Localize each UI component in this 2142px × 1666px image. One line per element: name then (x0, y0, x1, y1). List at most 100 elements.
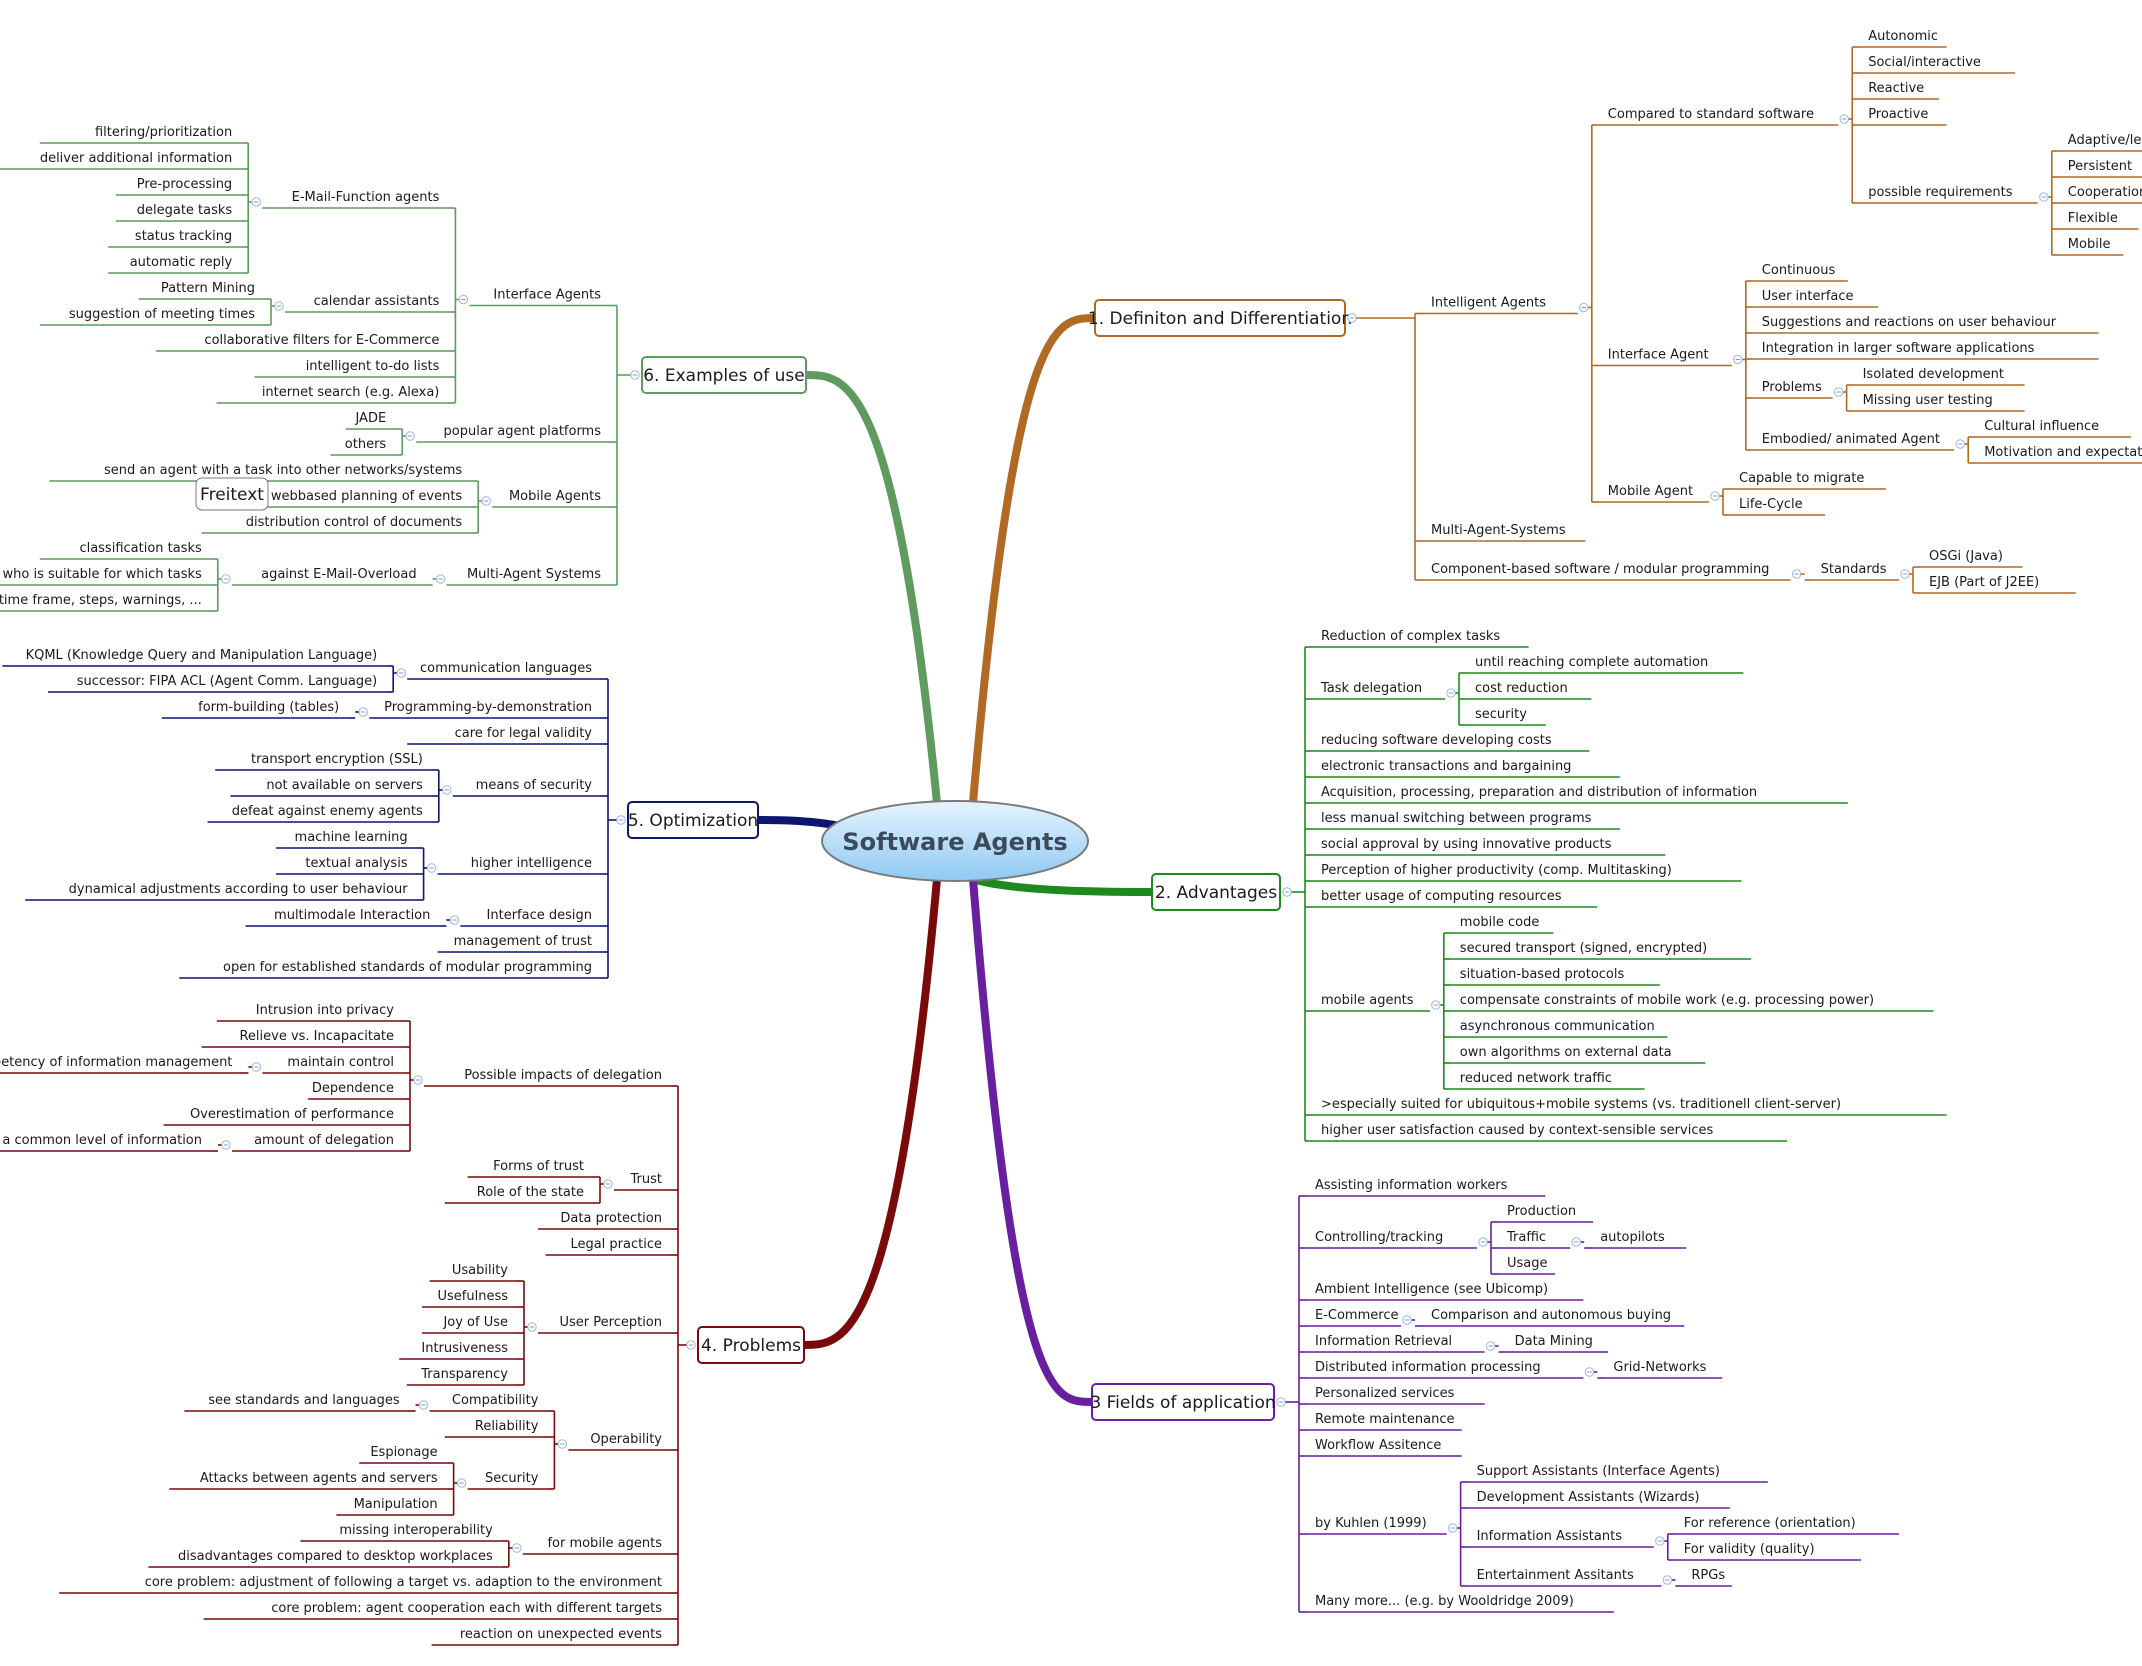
topic-cooperation-coordination-bargaining[interactable]: Cooperation, coordination, bargaining (2059, 185, 2142, 204)
main-topic-shape[interactable] (627, 801, 759, 839)
topic-especially-suited-for-ubiquitous-mobile-[interactable]: >especially suited for ubiquitous+mobile… (1313, 1097, 1947, 1116)
topic-usability[interactable]: Usability (429, 1263, 516, 1282)
topic-compatibility[interactable]: Compatibility (418, 1393, 547, 1412)
collapse-toggle-icon[interactable] (527, 1322, 537, 1332)
topic-information-retrieval[interactable]: Information Retrieval (1307, 1334, 1496, 1353)
topic-collaborative-filters-for-e-commerce[interactable]: collaborative filters for E-Commerce (155, 333, 448, 352)
topic-isolated-development[interactable]: Isolated development (1854, 367, 2025, 386)
topic-not-available-on-servers[interactable]: not available on servers (230, 778, 431, 797)
topic-calendar-assistants[interactable]: calendar assistants (274, 294, 448, 313)
topic-situation-based-protocols[interactable]: situation-based protocols (1451, 967, 1660, 986)
topic-core-problem-agent-cooperation-each-with[interactable]: core problem: agent cooperation each wit… (203, 1601, 670, 1620)
topic-data-mining[interactable]: Data Mining (1506, 1334, 1609, 1353)
topic-defeat-against-enemy-agents[interactable]: defeat against enemy agents (207, 804, 431, 823)
topic-security[interactable]: Security (456, 1471, 547, 1490)
topic-compared-to-standard-software[interactable]: Compared to standard software (1599, 107, 1849, 126)
topic-pre-processing[interactable]: Pre-processing (115, 177, 241, 196)
topic-by-kuhlen-1999[interactable]: by Kuhlen (1999) (1307, 1516, 1458, 1535)
topic-mobile-agents[interactable]: mobile agents (1313, 993, 1441, 1012)
topic-social-interactive[interactable]: Social/interactive (1860, 55, 2015, 74)
topic-intrusion-into-privacy[interactable]: Intrusion into privacy (216, 1003, 402, 1022)
topic-higher-user-satisfaction-caused-by-conte[interactable]: higher user satisfaction caused by conte… (1313, 1123, 1787, 1142)
topic-traffic[interactable]: Traffic (1499, 1230, 1581, 1249)
collapse-toggle-icon[interactable] (1733, 354, 1743, 365)
topic-autonomic[interactable]: Autonomic (1860, 29, 1947, 48)
main-topic-5-optimization[interactable]: 5. Optimization (616, 801, 759, 839)
topic-autopilots[interactable]: autopilots (1592, 1230, 1687, 1249)
topic-development-assistants-wizards[interactable]: Development Assistants (Wizards) (1468, 1490, 1730, 1509)
collapse-toggle-icon[interactable] (1710, 491, 1720, 501)
topic-reduction-of-complex-tasks[interactable]: Reduction of complex tasks (1313, 629, 1529, 648)
collapse-toggle-icon[interactable] (1347, 313, 1357, 323)
topic-competency-of-information-management[interactable]: competency of information management (0, 1055, 241, 1074)
topic-see-standards-and-languages[interactable]: see standards and languages (184, 1393, 408, 1412)
collapse-toggle-icon[interactable] (686, 1340, 696, 1350)
central-topic-shape[interactable] (821, 800, 1089, 882)
topic-data-protection[interactable]: Data protection (538, 1211, 670, 1230)
topic-controlling-tracking[interactable]: Controlling/tracking (1307, 1230, 1488, 1249)
topic-mobile-code[interactable]: mobile code (1451, 915, 1554, 934)
collapse-toggle-icon[interactable] (435, 574, 446, 584)
topic-dependence[interactable]: Dependence (308, 1081, 402, 1100)
topic-reliability[interactable]: Reliability (444, 1419, 547, 1438)
topic-filtering-prioritization[interactable]: filtering/prioritization (39, 125, 241, 144)
collapse-toggle-icon[interactable] (1485, 1341, 1496, 1351)
collapse-toggle-icon[interactable] (630, 370, 640, 380)
topic-interface-agents[interactable]: Interface Agents (458, 288, 609, 307)
topic-grid-networks[interactable]: Grid-Networks (1605, 1360, 1723, 1379)
collapse-toggle-icon[interactable] (1900, 569, 1910, 579)
topic-for-mobile-agents[interactable]: for mobile agents (512, 1536, 670, 1555)
topic-role-of-the-state[interactable]: Role of the state (444, 1185, 592, 1204)
topic-operability[interactable]: Operability (557, 1432, 670, 1451)
topic-ambient-intelligence-see-ubicomp[interactable]: Ambient Intelligence (see Ubicomp) (1307, 1282, 1584, 1301)
collapse-toggle-icon[interactable] (458, 294, 469, 305)
topic-secured-transport-signed-encrypted[interactable]: secured transport (signed, encrypted) (1451, 941, 1751, 960)
topic-cultural-influence[interactable]: Cultural influence (1976, 419, 2131, 438)
topic-intelligent-to-do-lists[interactable]: intelligent to-do lists (254, 359, 448, 378)
topic-mobile[interactable]: Mobile (2059, 237, 2124, 256)
topic-motivation-and-expectations[interactable]: Motivation and expectations (1976, 445, 2142, 464)
collapse-toggle-icon[interactable] (221, 1140, 231, 1150)
collapse-toggle-icon[interactable] (456, 1478, 467, 1488)
topic-persistent[interactable]: Persistent (2059, 159, 2142, 178)
topic-integration-in-larger-software-applicati[interactable]: Integration in larger software applicati… (1753, 341, 2099, 360)
topic-embodied-animated-agent[interactable]: Embodied/ animated Agent (1753, 432, 1965, 451)
collapse-toggle-icon[interactable] (413, 1075, 423, 1085)
topic-osgi-java[interactable]: OSGi (Java) (1921, 549, 2023, 568)
topic-standards[interactable]: Standards (1812, 562, 1910, 581)
topic-legal-practice[interactable]: Legal practice (545, 1237, 670, 1256)
topic-component-based-software-modular-program[interactable]: Component-based software / modular progr… (1423, 562, 1802, 581)
topic-amount-of-delegation[interactable]: amount of delegation (221, 1133, 402, 1152)
main-topic-2-advantages[interactable]: 2. Advantages (1151, 873, 1292, 911)
topic-espionage[interactable]: Espionage (359, 1445, 446, 1464)
topic-personalized-services[interactable]: Personalized services (1307, 1386, 1485, 1405)
collapse-toggle-icon[interactable] (1839, 114, 1849, 124)
topic-status-tracking[interactable]: status tracking (108, 229, 241, 248)
topic-assisting-information-workers[interactable]: Assisting information workers (1307, 1178, 1546, 1197)
main-topic-3-fields-of-application[interactable]: 3 Fields of application (1090, 1383, 1286, 1421)
topic-jade[interactable]: JADE (345, 411, 395, 430)
topic-suggestions-and-reactions-on-user-behavi[interactable]: Suggestions and reactions on user behavi… (1753, 315, 2099, 334)
topic-internet-search-e-g-alexa[interactable]: internet search (e.g. Alexa) (216, 385, 448, 404)
topic-reaction-on-unexpected-events[interactable]: reaction on unexpected events (431, 1627, 670, 1646)
collapse-toggle-icon[interactable] (1655, 1536, 1665, 1546)
topic-means-of-security[interactable]: means of security (442, 778, 600, 797)
collapse-toggle-icon[interactable] (616, 815, 626, 825)
topic-management-of-trust[interactable]: management of trust (437, 934, 600, 953)
topic-deliver-additional-information[interactable]: deliver additional information (0, 151, 241, 170)
topic-proactive[interactable]: Proactive (1860, 107, 1947, 126)
topic-intrusiveness[interactable]: Intrusiveness (399, 1341, 516, 1360)
main-topic-shape[interactable] (1091, 1383, 1275, 1421)
collapse-toggle-icon[interactable] (1662, 1575, 1673, 1585)
topic-flexible[interactable]: Flexible (2059, 211, 2139, 230)
topic-automatic-reply[interactable]: automatic reply (108, 255, 241, 274)
floating-topic-shape[interactable] (195, 477, 269, 511)
topic-others[interactable]: others (330, 437, 395, 456)
topic-manipulation[interactable]: Manipulation (336, 1497, 446, 1516)
topic-forms-of-trust[interactable]: Forms of trust (467, 1159, 592, 1178)
topic-reactive[interactable]: Reactive (1860, 81, 1939, 100)
topic-transparency[interactable]: Transparency (406, 1367, 516, 1386)
topic-transport-encryption-ssl[interactable]: transport encryption (SSL) (215, 752, 431, 771)
topic-for-validity-quality[interactable]: For validity (quality) (1675, 1542, 1861, 1561)
floating-topic-freitext[interactable]: Freitext (195, 477, 269, 511)
